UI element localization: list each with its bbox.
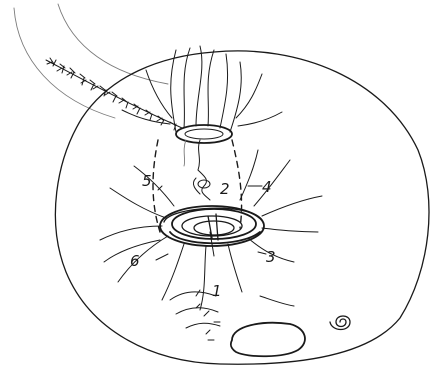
label-2: 2 <box>220 180 230 198</box>
label-1: 1 <box>212 282 222 300</box>
upper-filament-left <box>184 140 186 166</box>
spiral-mark <box>330 316 350 330</box>
upper-stem <box>198 140 200 170</box>
label-5: 5 <box>142 172 152 190</box>
mid-filaments <box>193 170 210 200</box>
background-arc-outer <box>14 8 115 118</box>
dashed-column-right <box>232 140 242 228</box>
label-6: 6 <box>130 252 140 270</box>
lower-ring-cluster <box>160 206 264 256</box>
upper-ring-inner <box>185 129 223 139</box>
label-3: 3 <box>266 248 276 266</box>
bottom-oval <box>231 323 305 356</box>
bottom-markings <box>170 290 294 340</box>
upper-hairs <box>122 46 282 132</box>
label-4: 4 <box>262 178 272 196</box>
